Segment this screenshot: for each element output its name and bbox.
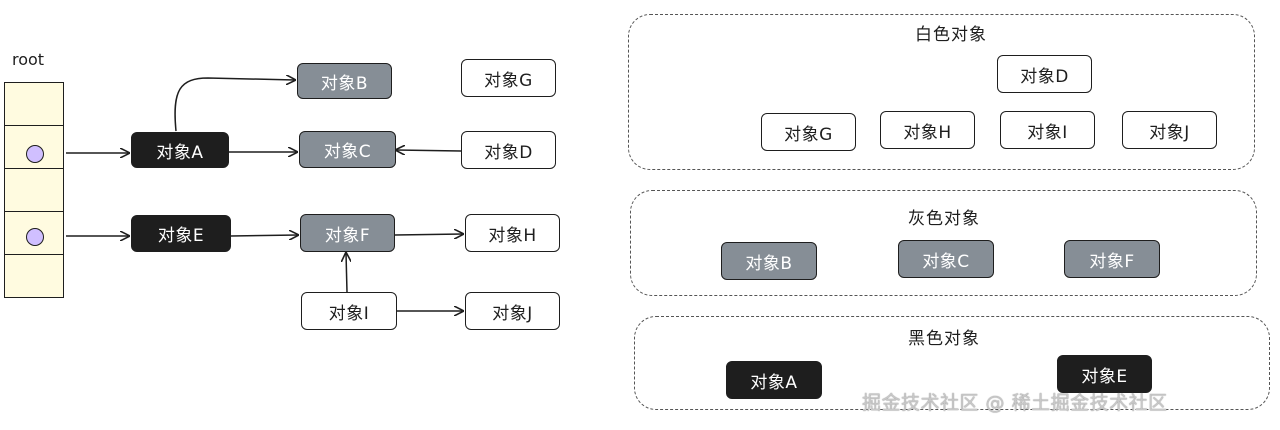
white-item: 对象J bbox=[1122, 111, 1217, 149]
stack-cell bbox=[5, 169, 63, 212]
black-item: 对象A bbox=[726, 361, 822, 399]
group-white bbox=[628, 14, 1255, 170]
node-C: 对象C bbox=[299, 131, 396, 168]
white-item: 对象G bbox=[761, 113, 856, 151]
grey-item: 对象F bbox=[1064, 240, 1160, 278]
stack-cell bbox=[5, 126, 63, 169]
stack-cell bbox=[5, 83, 63, 126]
watermark: 掘金技术社区 @ 稀土掘金技术社区 bbox=[862, 392, 1168, 414]
root-stack bbox=[4, 82, 64, 298]
node-B: 对象B bbox=[297, 63, 392, 99]
group-white-title: 白色对象 bbox=[915, 25, 987, 45]
node-A: 对象A bbox=[131, 132, 229, 168]
white-item: 对象I bbox=[1000, 111, 1095, 149]
node-H: 对象H bbox=[465, 214, 560, 252]
node-E: 对象E bbox=[131, 215, 231, 252]
edge-I-to-F bbox=[346, 253, 347, 293]
group-black bbox=[634, 316, 1270, 410]
black-item: 对象E bbox=[1057, 355, 1152, 393]
grey-item: 对象B bbox=[721, 242, 817, 280]
group-grey bbox=[630, 190, 1257, 296]
root-label: root bbox=[12, 50, 45, 69]
node-F: 对象F bbox=[300, 214, 395, 252]
edge-A-to-B bbox=[174, 78, 295, 132]
stack-cell bbox=[5, 212, 63, 255]
edge-E-to-F bbox=[230, 235, 298, 236]
edge-F-to-H bbox=[394, 234, 463, 235]
node-D: 对象D bbox=[461, 131, 556, 169]
white-item: 对象D bbox=[997, 55, 1092, 93]
root-pointer-dot bbox=[26, 228, 44, 246]
node-J: 对象J bbox=[465, 292, 560, 330]
root-pointer-dot bbox=[26, 145, 44, 163]
grey-item: 对象C bbox=[898, 240, 994, 278]
node-I: 对象I bbox=[301, 292, 397, 330]
white-item: 对象H bbox=[880, 111, 975, 149]
group-grey-title: 灰色对象 bbox=[908, 209, 980, 229]
group-black-title: 黑色对象 bbox=[908, 329, 980, 349]
node-G: 对象G bbox=[461, 59, 556, 97]
edge-D-to-C bbox=[396, 150, 462, 151]
